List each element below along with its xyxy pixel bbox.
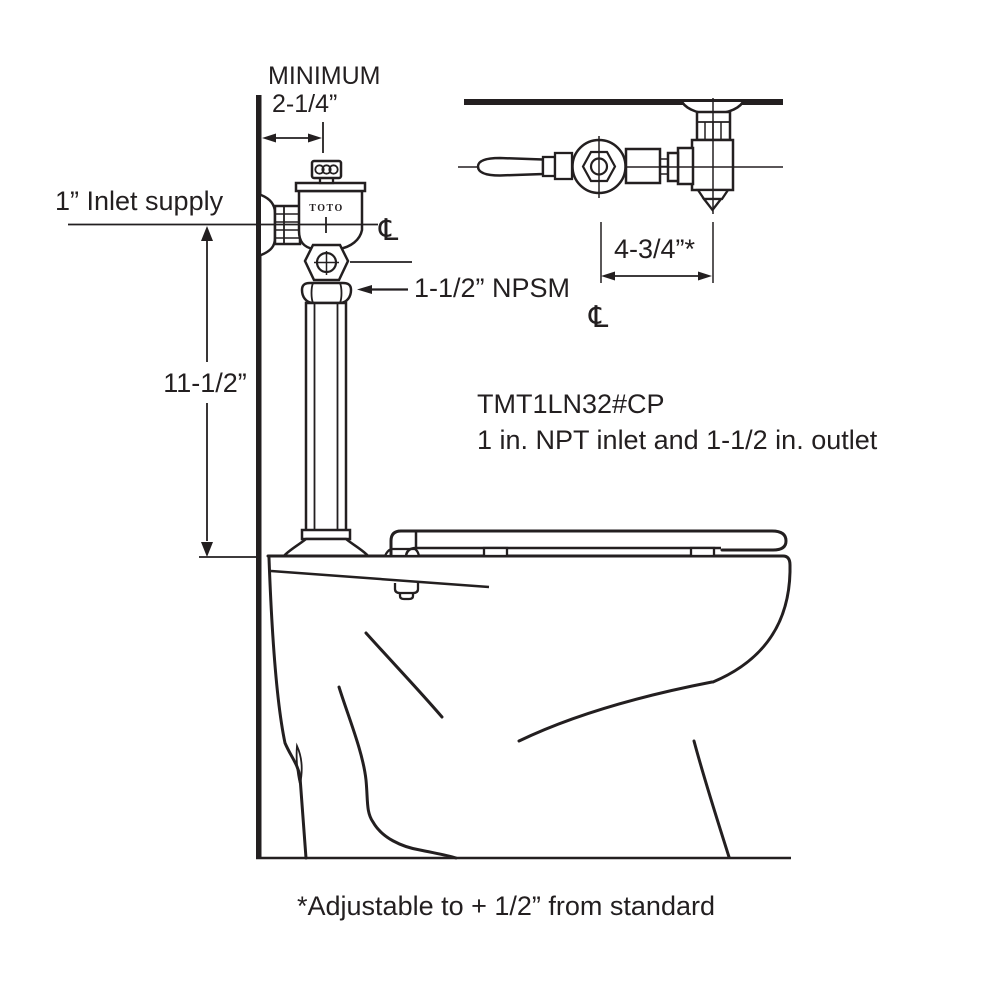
bowl-contour-line xyxy=(364,631,444,719)
seat-lid xyxy=(389,529,788,558)
dimension-minimum-offset xyxy=(262,122,324,153)
wall-section xyxy=(256,95,791,860)
spud-bell xyxy=(281,537,371,558)
seat-bumper-right xyxy=(689,546,716,558)
flush-valve-plan-view xyxy=(458,98,783,283)
label-minimum-value: 2-1/4” xyxy=(272,90,337,118)
plan-cover-hex xyxy=(581,150,617,183)
flush-handle xyxy=(476,156,545,177)
plan-wall xyxy=(464,99,783,105)
flush-valve-side-view: TOTO xyxy=(260,159,371,558)
rim-interior-line xyxy=(270,569,490,589)
seat-ring xyxy=(404,546,721,557)
label-top-offset-dim: 4-3/4”* xyxy=(614,234,696,264)
coupling-nut xyxy=(300,281,353,305)
label-npsm: 1-1/2” NPSM xyxy=(414,273,570,303)
label-height-dim: 11-1/2” xyxy=(163,368,247,398)
seat-bumper-left xyxy=(482,546,509,558)
valve-cap-plate xyxy=(294,181,367,193)
plan-valve-arm xyxy=(624,147,662,185)
dimension-height xyxy=(199,226,257,558)
dimension-top-offset xyxy=(600,222,714,283)
valve-body xyxy=(297,189,364,251)
label-model-number: TMT1LN32#CP xyxy=(477,389,665,419)
label-footnote: *Adjustable to + 1/2” from standard xyxy=(297,891,715,921)
pedestal-right-edge xyxy=(692,739,731,859)
label-minimum: MINIMUM xyxy=(268,62,380,90)
centerline-symbol-plan: ℄ xyxy=(588,300,608,335)
flush-pipe xyxy=(304,301,348,533)
valve-top-nut xyxy=(310,159,343,180)
toilet-bowl xyxy=(266,554,792,860)
spud-flange xyxy=(300,528,352,541)
bowl-rim xyxy=(266,554,792,684)
trapway-curve xyxy=(337,685,458,860)
bowl-underside-curve xyxy=(517,680,714,743)
centerline-symbol-side: ℄ xyxy=(378,213,398,248)
label-inlet-supply: 1” Inlet supply xyxy=(55,186,224,216)
npsm-callout-arrow xyxy=(357,285,408,294)
side-view-centerlines xyxy=(68,223,412,263)
toilet-seat xyxy=(383,529,788,558)
bowl-left-profile xyxy=(267,556,308,860)
toto-logo: TOTO xyxy=(309,203,344,214)
bolt-cap xyxy=(393,583,420,601)
label-model-description: 1 in. NPT inlet and 1-1/2 in. outlet xyxy=(477,425,878,455)
